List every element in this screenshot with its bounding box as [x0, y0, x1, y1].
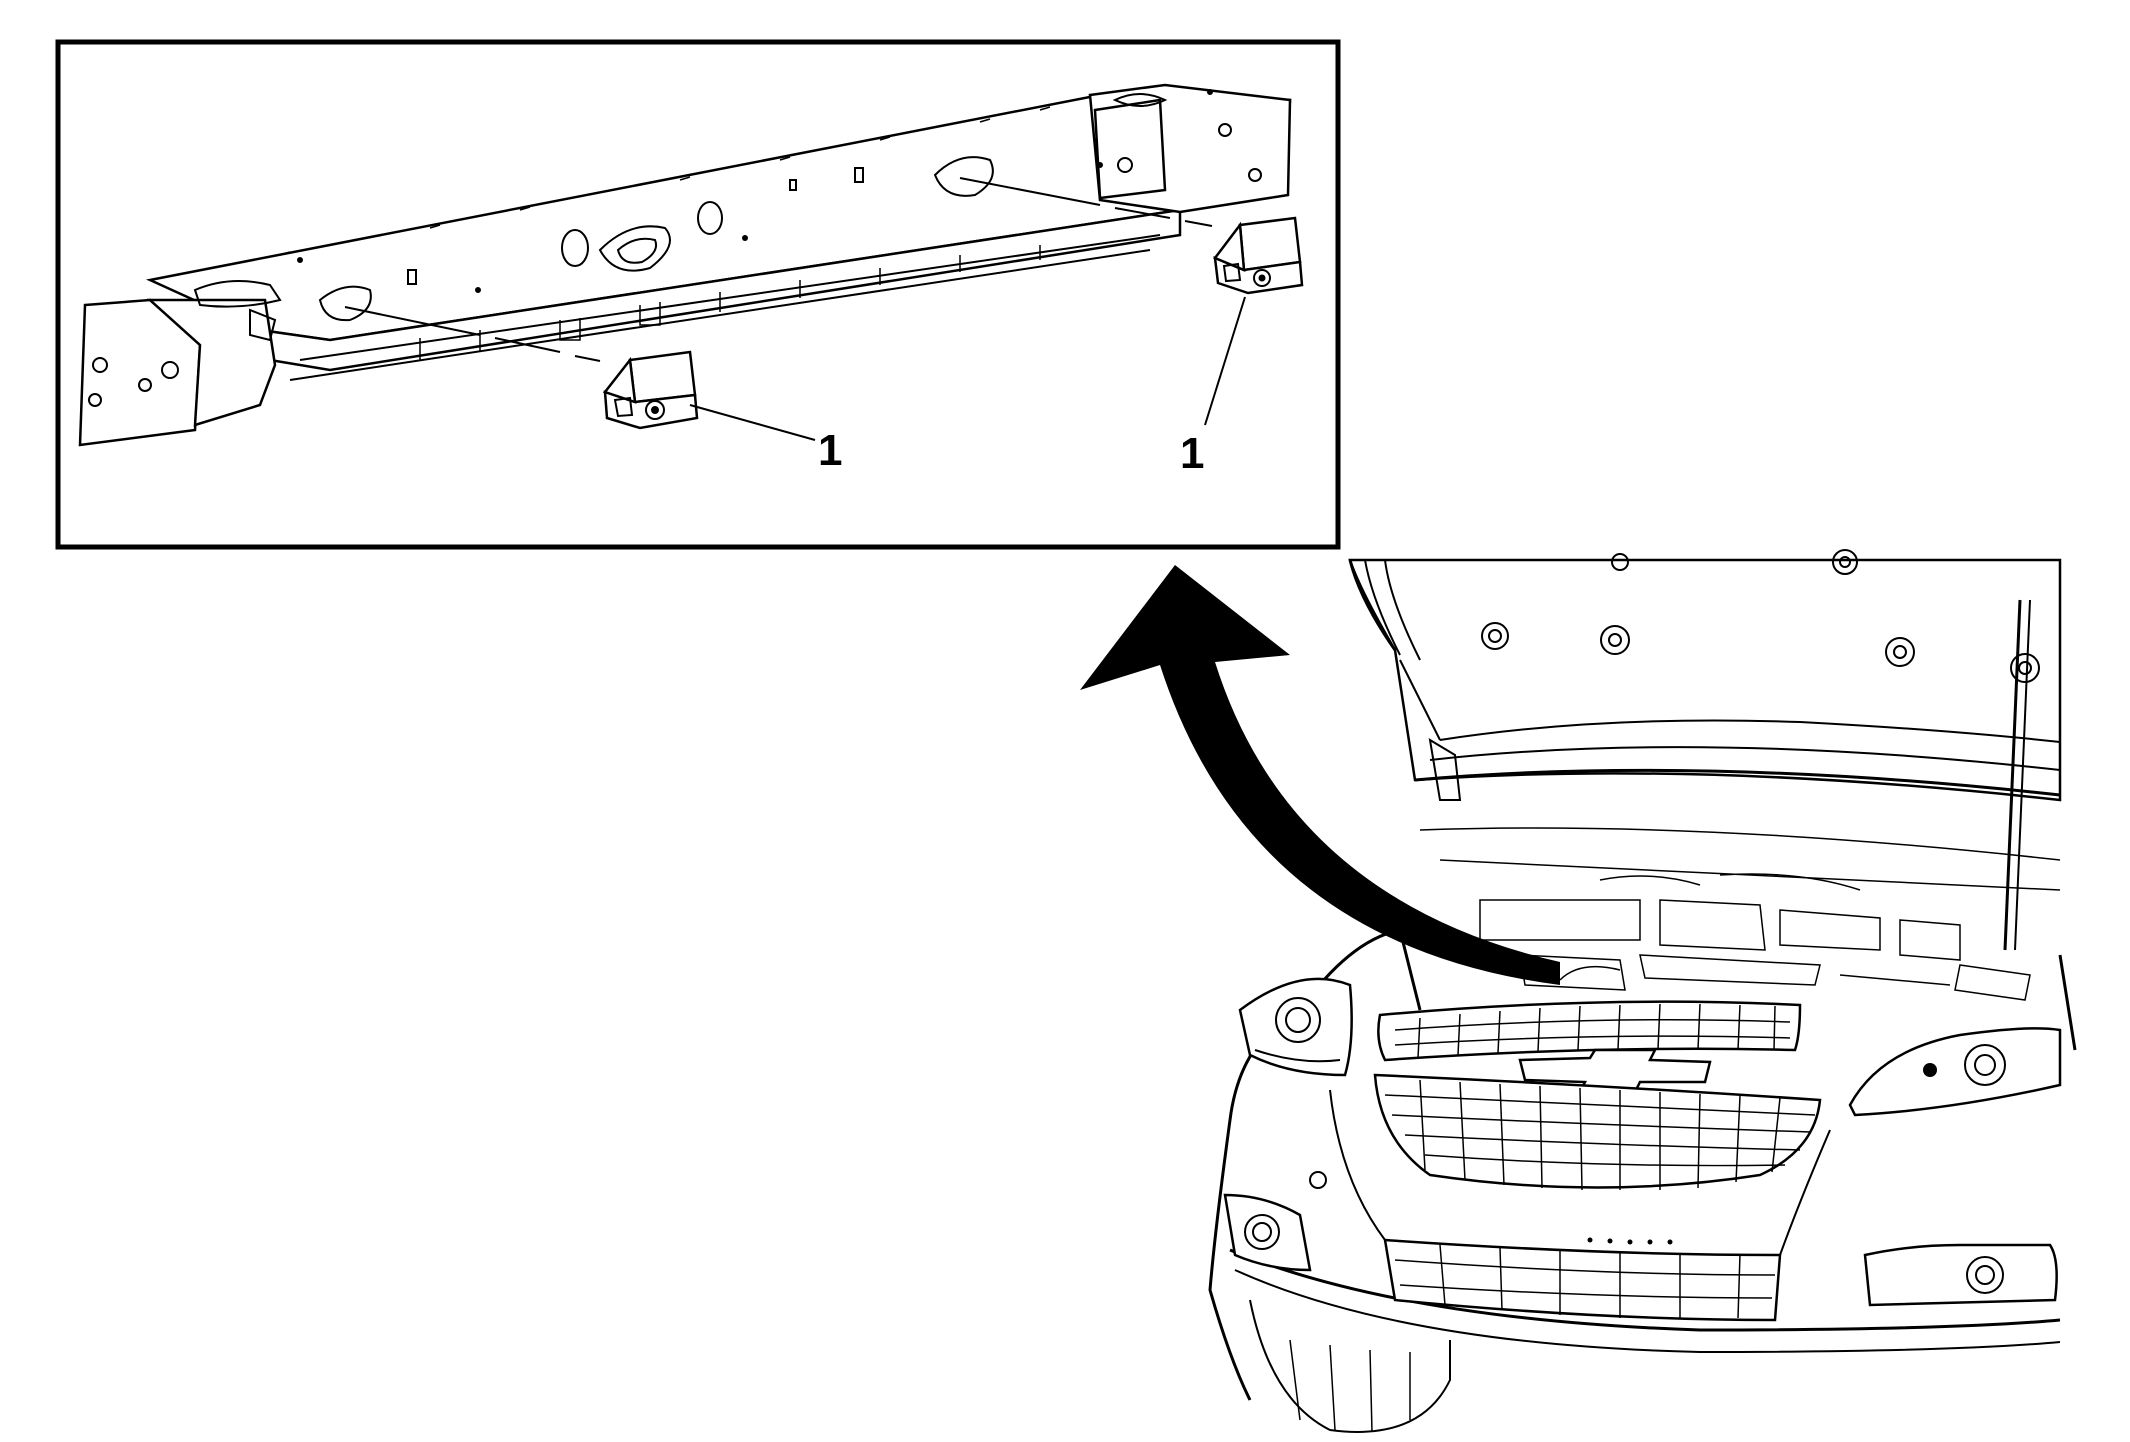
front-tire: [1249, 1299, 1451, 1433]
bowtie-emblem: [1518, 1048, 1712, 1094]
callout-label-left: 1: [818, 426, 842, 475]
install-line-right: [959, 177, 1171, 219]
right-fog-lamp: [1863, 1243, 2058, 1307]
engine-bay: [1419, 827, 2061, 1001]
hood-prop-rod: [2003, 599, 2022, 951]
hood-clips: [1481, 549, 2040, 683]
lower-intake: [1383, 1237, 1782, 1322]
callout-label-right: 1: [1180, 429, 1204, 478]
detail-inset: 1 1: [55, 39, 1341, 550]
vehicle-front-view: [1208, 549, 2077, 1433]
left-fog-lamp: [1223, 1193, 1312, 1272]
impact-sensor-left: [602, 350, 699, 430]
leader-line-left: [689, 404, 816, 441]
location-arrow: [1080, 565, 1560, 985]
impact-sensor-right: [1213, 216, 1304, 295]
radiator-support-upper-bar: [78, 83, 1292, 447]
bumper-lower-edge: [1229, 1248, 2061, 1332]
install-line-right-dash: [1184, 220, 1213, 227]
main-grille: [1373, 1073, 1822, 1191]
leader-line-right: [1204, 296, 1246, 426]
install-line-left: [344, 306, 561, 353]
upper-grille: [1377, 1000, 1802, 1062]
install-line-left-dash: [574, 355, 601, 362]
right-headlamp: [1848, 1027, 2062, 1117]
open-hood: [1348, 558, 2062, 802]
left-headlamp: [1238, 977, 1353, 1077]
